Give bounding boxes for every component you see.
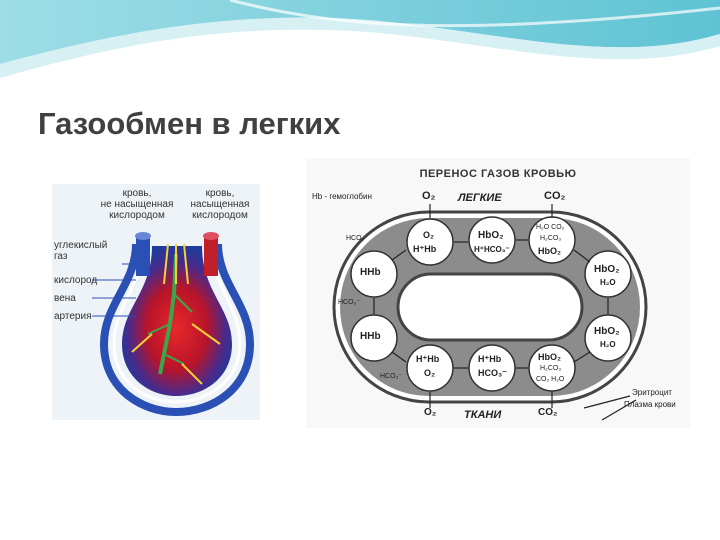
- cell-1-line-1: O₂: [423, 230, 434, 240]
- label-blood-saturated: кровь, насыщенная кислородом: [190, 188, 250, 221]
- cell-4-line-2: H₂O: [600, 278, 616, 287]
- cell-8-line-1: H⁺Hb: [416, 354, 440, 364]
- cell-2-line-1: HbO₂: [478, 230, 504, 241]
- lungs-o2: O₂: [422, 190, 436, 202]
- tissue-o2: O₂: [424, 407, 437, 418]
- cell-1-line-2: H⁺Hb: [413, 244, 437, 254]
- lungs-label: ЛЕГКИЕ: [458, 192, 502, 204]
- alveolus-figure: кровь, не насыщенная кислородом кровь, н…: [52, 184, 260, 420]
- legend-hemoglobin: Hb - гемоглобин: [312, 192, 372, 201]
- slide-title: Газообмен в легких: [38, 106, 341, 141]
- label-vein: вена: [54, 293, 76, 304]
- cell-3-line-3: HbO₂: [538, 246, 561, 256]
- gas-transport-diagram: ПЕРЕНОС ГАЗОВ КРОВЬЮ: [306, 158, 690, 428]
- cell-6-line-2: H₂CO₃: [540, 365, 562, 372]
- alveolus-illustration: [92, 232, 255, 417]
- cell-3-line-1: H₂O CO₂: [536, 224, 565, 231]
- diagram-title: ПЕРЕНОС ГАЗОВ КРОВЬЮ: [419, 168, 577, 180]
- cell-9-label: HHb: [360, 267, 381, 278]
- label-plasma: Плазма крови: [624, 400, 676, 409]
- cell-5-line-1: HbO₂: [594, 326, 620, 337]
- tissue-label: ТКАНИ: [464, 409, 502, 421]
- cell-7-line-2: HCO₃⁻: [478, 368, 507, 378]
- header-wave: [0, 0, 720, 78]
- cell-7-line-1: H⁺Hb: [478, 354, 502, 364]
- label-artery: артерия: [54, 311, 92, 322]
- lungs-co2: CO₂: [544, 190, 566, 202]
- cell-10-label: HHb: [360, 331, 381, 342]
- cell-6-line-3: CO₂ H₂O: [536, 376, 565, 383]
- cell-8-line-2: O₂: [424, 368, 435, 378]
- label-carbon-dioxide: углекислый газ: [54, 240, 108, 262]
- transport-ring: [332, 204, 648, 421]
- label-oxygen: кислород: [54, 275, 98, 286]
- cell-3-line-2: H₂CO₃: [540, 235, 562, 242]
- cell-4-line-1: HbO₂: [594, 264, 620, 275]
- cell-6-line-1: HbO₂: [538, 352, 561, 362]
- hco3-middle: HCO₃⁻: [338, 299, 361, 306]
- tissue-co2: CO₂: [538, 407, 558, 418]
- hco3-bottom: HCO₃⁻: [380, 373, 403, 380]
- hco3-top: HCO₃⁻: [346, 235, 369, 242]
- cell-5-line-2: H₂O: [600, 340, 616, 349]
- cell-2-line-2: H⁺HCO₃⁻: [474, 245, 510, 254]
- label-blood-unsaturated: кровь, не насыщенная кислородом: [100, 188, 174, 221]
- label-erythrocyte: Эритроцит: [632, 388, 672, 397]
